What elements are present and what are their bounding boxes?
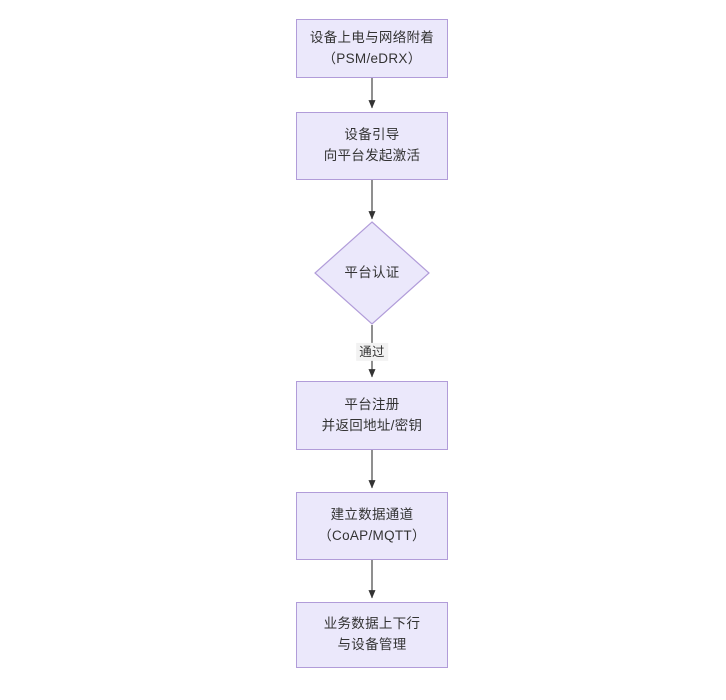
node-platform-auth[interactable]: 平台认证: [314, 221, 430, 325]
node-service-data-label: 业务数据上下行 与设备管理: [323, 616, 421, 652]
diamond-shape-icon: [314, 221, 430, 325]
edge-label-pass: 通过: [356, 342, 388, 362]
node-device-power-on[interactable]: 设备上电与网络附着 （PSM/eDRX）: [296, 19, 448, 78]
node-platform-register-label: 平台注册 并返回地址/密钥: [321, 396, 423, 433]
node-data-channel[interactable]: 建立数据通道 （CoAP/MQTT）: [296, 492, 448, 560]
node-device-bootstrap[interactable]: 设备引导 向平台发起激活: [296, 112, 448, 180]
node-device-bootstrap-label: 设备引导 向平台发起激活: [323, 127, 421, 163]
node-service-data[interactable]: 业务数据上下行 与设备管理: [296, 602, 448, 668]
node-platform-register[interactable]: 平台注册 并返回地址/密钥: [296, 381, 448, 450]
node-device-power-on-label: 设备上电与网络附着 （PSM/eDRX）: [309, 29, 435, 66]
node-data-channel-label: 建立数据通道 （CoAP/MQTT）: [318, 507, 426, 543]
node-platform-auth-label: 平台认证: [344, 264, 400, 280]
